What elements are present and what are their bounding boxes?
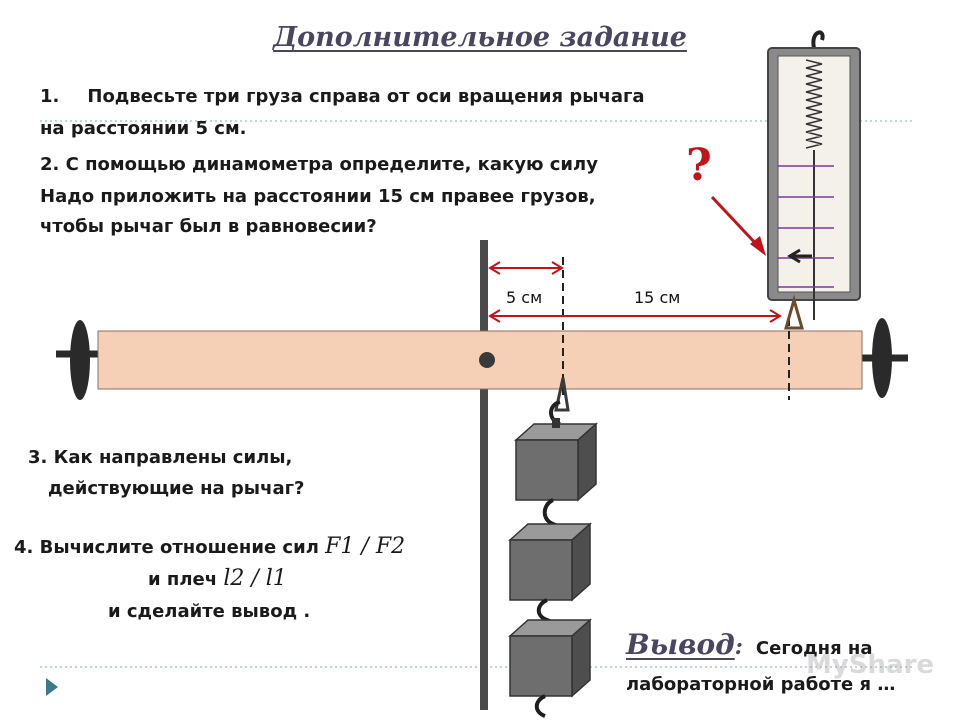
slide-marker-icon [46,678,58,696]
pivot-axis [479,352,495,368]
page-title: Дополнительное задание [273,22,687,53]
dynamometer [767,30,861,330]
task-3-line-2: действующие на рычаг? [48,478,305,499]
task-1-text: Подвесьте три груза справа от оси вращен… [87,86,645,107]
task-2-line-1: 2. С помощью динамометра определите, как… [40,154,598,175]
watermark-logo: MyShare [806,650,935,680]
task-1-line-1: 1. Подвесьте три груза справа от оси вращ… [40,82,645,112]
dimension-label-5cm: 5 см [506,288,543,307]
task-3-line-1: 3. Как направлены силы, [28,447,293,468]
left-counterweight [70,320,90,400]
weight-3 [508,618,592,698]
question-mark-icon: ? [686,140,712,191]
red-pointer-arrow [710,195,760,248]
connector-hook-3 [534,694,546,718]
conclusion-line-1: Вывод: Сегодня на [626,628,873,664]
shoulder-ratio: l2 / l1 [223,566,287,591]
conclusion-colon: : [734,634,743,660]
task-1-number: 1. [40,86,60,107]
weight-2 [508,522,592,602]
conclusion-text-2: лабораторной работе я … [626,674,896,695]
conclusion-label: Вывод [626,628,735,661]
dimension-label-15cm: 15 см [634,288,681,307]
right-counterweight [872,318,892,398]
conclusion-text-1: Сегодня на [755,638,873,659]
weight-1 [514,418,598,502]
task-2-line-2: Надо приложить на расстоянии 15 см праве… [40,186,596,207]
force-ratio: F1 / F2 [325,534,406,559]
task-1-line-2: на расстоянии 5 см. [40,118,247,139]
task-4-line-2: и плеч l2 / l1 [148,564,287,595]
stand-rod [480,240,488,710]
shoulders-prefix: и плеч [148,569,224,590]
task-4-prefix: 4. Вычислите отношение сил [14,537,326,558]
task-2-line-3: чтобы рычаг был в равновесии? [40,216,377,237]
weight-hook [554,377,570,412]
dynamometer-hook [784,294,804,330]
spring-icon [805,59,823,149]
task-4-line-1: 4. Вычислите отношение сил F1 / F2 [14,532,405,563]
task-4-line-3: и сделайте вывод . [108,601,311,622]
